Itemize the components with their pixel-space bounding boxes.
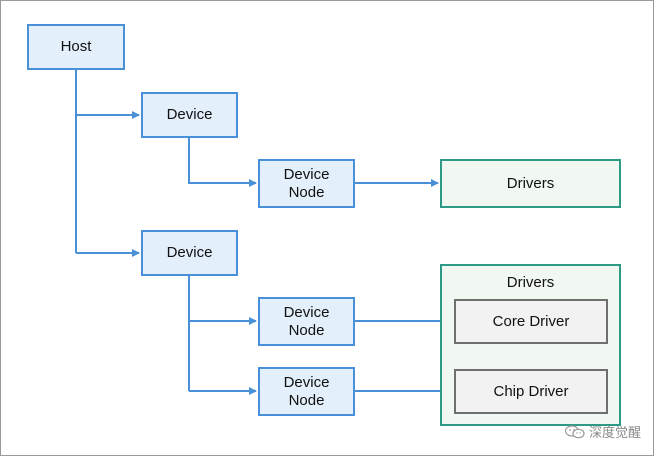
host-node: Host (27, 24, 125, 70)
device-node-2: Device (141, 230, 238, 276)
device-2-label: Device (166, 244, 213, 261)
chip-driver-label: Chip Driver (493, 382, 569, 400)
drivers-single-node: Drivers (440, 159, 621, 208)
core-driver-node: Core Driver (454, 299, 608, 344)
device-node-node-3: Device Node (258, 367, 355, 416)
device-1-label: Device (166, 106, 213, 123)
drivers-single-label: Drivers (506, 174, 555, 192)
host-label: Host (60, 38, 92, 55)
device-node-1: Device (141, 92, 238, 138)
watermark-text: 深度觉醒 (588, 425, 641, 440)
core-driver-label: Core Driver (492, 312, 570, 330)
drivers-group-title: Drivers (506, 274, 555, 291)
device-1-to-node-1-arrow (188, 137, 257, 187)
device-node-node-1: Device Node (258, 159, 355, 208)
device-node-2-line-2: Node (288, 321, 325, 339)
wechat-icon (564, 424, 585, 438)
device-node-node-2: Device Node (258, 297, 355, 346)
chip-driver-node: Chip Driver (454, 369, 608, 414)
device-node-2-line-1: Device (283, 303, 330, 321)
device-node-1-line-2: Node (288, 183, 325, 201)
device-node-3-line-2: Node (288, 391, 325, 409)
watermark: 深度觉醒 (564, 422, 641, 441)
device-node-1-line-1: Device (283, 165, 330, 183)
device-node-3-line-1: Device (283, 373, 330, 391)
